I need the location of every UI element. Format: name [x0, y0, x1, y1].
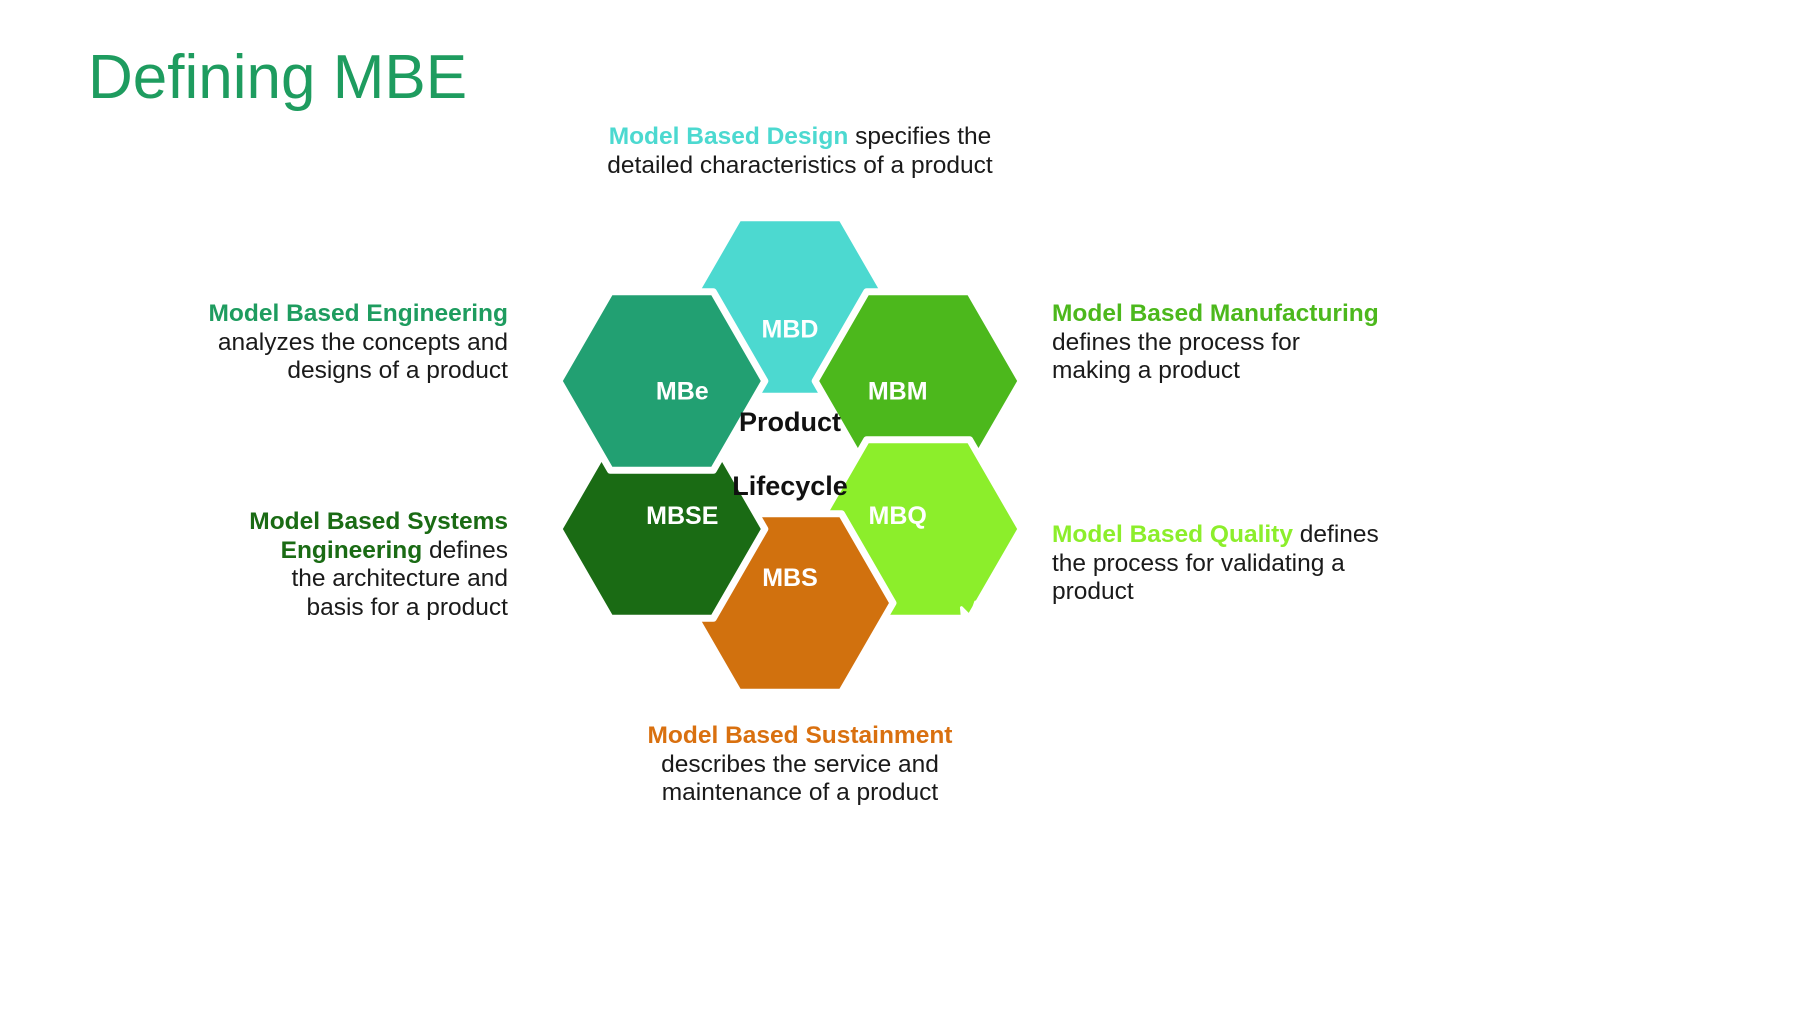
annotation-mbse-term: Model Based Systems Engineering — [249, 508, 508, 564]
annotation-mbd-term: Model Based Design — [608, 123, 849, 150]
annotation-mbq-term: Model Based Quality — [1052, 521, 1293, 548]
annotation-mbe-body: analyzes the concepts and designs of a p… — [217, 328, 508, 385]
annotation-mbd: Model Based Design specifies the detaile… — [565, 123, 1035, 180]
annotation-mbm-body: defines the process for making a product — [1052, 328, 1300, 385]
annotation-mbq-body: defines the process for validating a pro… — [1052, 521, 1379, 606]
annotation-mbq: Model Based Quality defines the process … — [1052, 521, 1382, 607]
annotation-mbs-term: Model Based Sustainment — [647, 722, 953, 749]
annotation-mbe-term: Model Based Engineering — [208, 300, 509, 327]
hexagon-mbe[interactable] — [555, 288, 769, 474]
annotation-mbe: Model Based Engineering analyzes the con… — [205, 300, 509, 386]
annotation-mbm-term: Model Based Manufacturing — [1052, 300, 1379, 327]
annotation-mbd-body: specifies the detailed characteristics o… — [607, 123, 993, 179]
page-title: Defining MBE — [88, 43, 468, 112]
annotation-mbs-body: describes the service and maintenance of… — [661, 750, 939, 807]
cursor-layer — [959, 600, 995, 650]
annotation-mbse: Model Based Systems Engineering defines … — [240, 508, 508, 623]
annotation-mbse-body: defines the architecture and basis for a… — [291, 536, 508, 621]
annotation-mbs: Model Based Sustainment describes the se… — [600, 722, 1000, 808]
annotation-mbm: Model Based Manufacturing defines the pr… — [1052, 300, 1382, 386]
mouse-pointer-arrow — [959, 600, 995, 650]
